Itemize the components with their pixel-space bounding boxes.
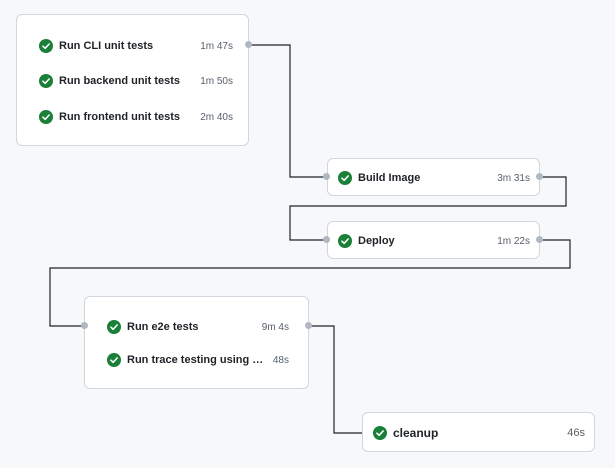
- job-group-cleanup: cleanup 46s: [362, 412, 595, 452]
- output-port: [305, 322, 312, 329]
- job-name: Run frontend unit tests: [59, 111, 180, 123]
- job-name: Build Image: [358, 172, 421, 184]
- check-circle-fill-icon: [373, 426, 387, 440]
- input-port: [323, 236, 330, 243]
- output-port: [536, 236, 543, 243]
- job-duration: 1m 22s: [497, 235, 530, 247]
- check-circle-fill-icon: [107, 353, 121, 367]
- job-name: cleanup: [393, 426, 439, 440]
- job-name: Run backend unit tests: [59, 75, 181, 87]
- job-duration: 2m 40s: [200, 111, 233, 123]
- job-run-frontend-unit-tests[interactable]: Run frontend unit tests 2m 40s: [39, 103, 233, 131]
- check-circle-fill-icon: [39, 74, 53, 88]
- job-duration: 3m 31s: [497, 172, 530, 184]
- job-run-trace-testing[interactable]: Run trace testing using tr... 48s: [107, 346, 289, 374]
- job-duration: 48s: [272, 354, 289, 366]
- job-group-deploy: Deploy 1m 22s: [327, 221, 540, 259]
- job-duration: 46s: [567, 427, 585, 439]
- job-build-image[interactable]: Build Image 3m 31s: [338, 164, 530, 192]
- input-port: [323, 173, 330, 180]
- job-name: Run trace testing using tr...: [127, 354, 267, 366]
- connector-e2e-to-cleanup: [310, 325, 362, 434]
- output-port: [536, 173, 543, 180]
- job-name: Deploy: [358, 235, 395, 247]
- job-run-backend-unit-tests[interactable]: Run backend unit tests 1m 50s: [39, 67, 233, 95]
- job-group-unit-tests: Run CLI unit tests 1m 47s Run backend un…: [16, 14, 249, 146]
- check-circle-fill-icon: [107, 320, 121, 334]
- output-port: [245, 41, 252, 48]
- job-group-build-image: Build Image 3m 31s: [327, 158, 540, 196]
- job-name: Run e2e tests: [127, 321, 199, 333]
- job-name: Run CLI unit tests: [59, 40, 154, 52]
- connector-unit-tests-to-build: [250, 44, 326, 178]
- job-duration: 1m 47s: [200, 40, 233, 52]
- check-circle-fill-icon: [39, 39, 53, 53]
- job-duration: 1m 50s: [200, 75, 233, 87]
- check-circle-fill-icon: [338, 171, 352, 185]
- input-port: [81, 322, 88, 329]
- job-group-e2e-tests: Run e2e tests 9m 4s Run trace testing us…: [84, 296, 309, 389]
- job-cleanup[interactable]: cleanup 46s: [373, 419, 585, 447]
- job-deploy[interactable]: Deploy 1m 22s: [338, 227, 530, 255]
- job-duration: 9m 4s: [261, 321, 289, 333]
- job-run-cli-unit-tests[interactable]: Run CLI unit tests 1m 47s: [39, 32, 233, 60]
- check-circle-fill-icon: [39, 110, 53, 124]
- check-circle-fill-icon: [338, 234, 352, 248]
- job-run-e2e-tests[interactable]: Run e2e tests 9m 4s: [107, 313, 289, 341]
